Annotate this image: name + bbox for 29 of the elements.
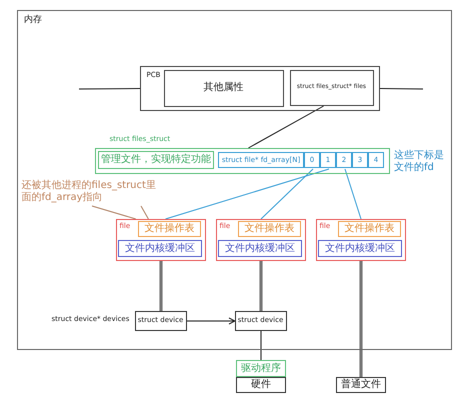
hardware-box: 硬件 xyxy=(236,377,286,393)
buffer-box: 文件内核缓冲区 xyxy=(318,240,402,257)
file-box xyxy=(316,218,406,260)
file-box xyxy=(216,218,306,260)
attribute-box: 其他属性 xyxy=(164,70,284,106)
memory-frame xyxy=(17,10,452,350)
link-line xyxy=(159,261,163,311)
connector-line xyxy=(78,88,140,90)
file-box: 普通文件 xyxy=(336,377,386,393)
link-line xyxy=(259,261,263,311)
leader-line xyxy=(140,206,149,220)
arrow xyxy=(186,318,236,324)
leader-line xyxy=(92,206,136,220)
operation-table-box: 文件操作表 xyxy=(238,221,301,237)
link-line xyxy=(260,330,262,360)
note-text: 这些下标是文件的fd xyxy=(394,150,445,174)
driver-box: 驱动程序 xyxy=(236,360,286,377)
buffer-box: 文件内核缓冲区 xyxy=(218,240,302,257)
buffer-box: 文件内核缓冲区 xyxy=(118,240,202,257)
annotation-text: 还被其他进程的files_struct里面的fd_array指向 xyxy=(22,178,162,206)
file-box xyxy=(116,218,206,260)
operation-table-box: 文件操作表 xyxy=(138,221,201,237)
connector-line xyxy=(380,88,424,90)
operation-table-box: 文件操作表 xyxy=(338,221,401,237)
pcb-box xyxy=(140,66,380,110)
title-label: 内存 xyxy=(24,15,42,26)
connector-line xyxy=(248,106,324,148)
description-box: 管理文件，实现特定功能 xyxy=(98,151,214,169)
link-line xyxy=(359,261,363,377)
